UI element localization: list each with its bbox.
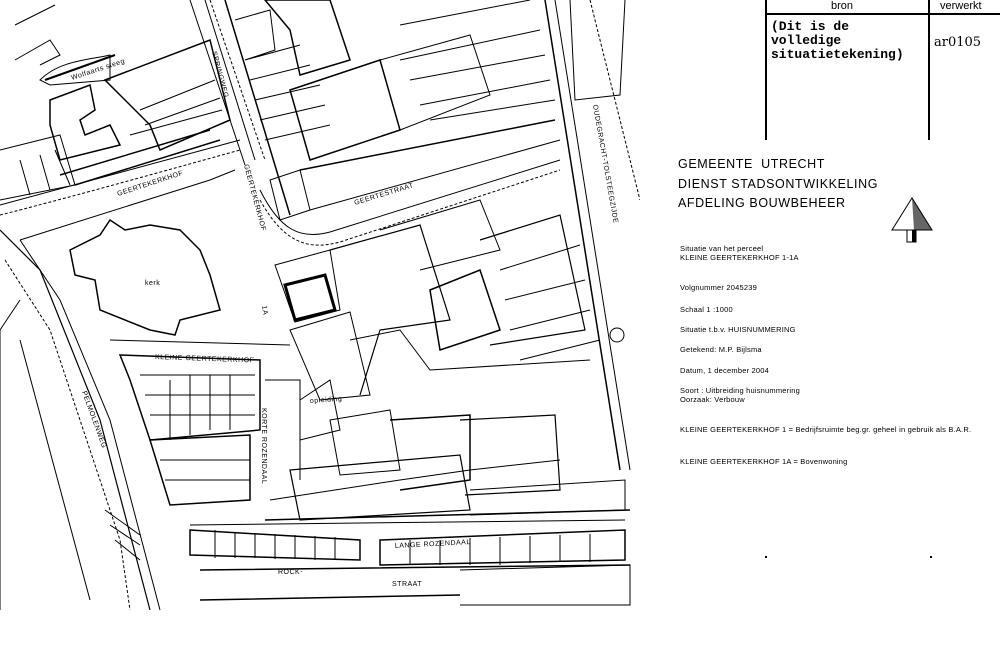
- header-bron: bron: [831, 0, 854, 12]
- label-geertekerkhof: GEERTEKERKHOF: [116, 170, 184, 198]
- organisation-header: GEMEENTE UTRECHT DIENST STADSONTWIKKELIN…: [678, 155, 878, 214]
- datum: Datum, 1 december 2004: [680, 366, 770, 375]
- note-1: KLEINE GEERTEKERKHOF 1 = Bedrijfsruimte …: [680, 425, 972, 434]
- label-lange-rozendaal: LANGE ROZENDAAL: [395, 539, 471, 550]
- label-geertestraat: GEERTESTRAAT: [354, 182, 415, 207]
- note-2: KLEINE GEERTEKERKHOF 1A = Bovenwoning: [680, 457, 848, 466]
- cell-bron: (Dit is de volledige situatietekening): [771, 19, 904, 62]
- label-korte-rozendaal: KORTE ROZENDAAL: [260, 408, 267, 484]
- cadastral-map[interactable]: GEERTEKERKHOF GEERTEKERKHOF SPRINGWEG GE…: [0, 0, 640, 610]
- header-verwerkt: verwerkt: [940, 0, 982, 12]
- org-line-1: GEMEENTE UTRECHT: [678, 157, 826, 171]
- situatie-tbv: Situatie t.b.v. HUISNUMMERING: [680, 325, 796, 334]
- building-blocks: [0, 0, 640, 610]
- label-rock: ROCK-: [278, 569, 303, 576]
- north-arrow-icon: [891, 197, 933, 243]
- soort: Soort : Uitbreiding huisnummering: [680, 386, 800, 395]
- label-kleine-geertekerkhof: KLEINE GEERTEKERKHOF: [155, 354, 255, 364]
- cell-verwerkt: ar0105: [934, 35, 982, 50]
- oorzaak: Oorzaak: Verbouw: [680, 395, 745, 404]
- label-straat: STRAAT: [392, 581, 422, 588]
- org-line-2: DIENST STADSONTWIKKELING: [678, 176, 879, 191]
- getekend: Getekend: M.P. Bijlsma: [680, 345, 762, 354]
- label-geertekerkhof-vertical: GEERTEKERKHOF: [242, 164, 267, 232]
- perceel-address: KLEINE GEERTEKERKHOF 1-1A: [680, 253, 799, 262]
- label-parcel-1a: 1A: [260, 305, 269, 316]
- label-opleiding: opleiding: [310, 396, 343, 405]
- dot-marker: [765, 556, 767, 558]
- dot-marker: [930, 556, 932, 558]
- label-oudegracht: OUDEGRACHT-TOLSTEEGZIJDE: [591, 104, 619, 224]
- label-pelmolenweg: PELMOLENWEG: [80, 390, 107, 449]
- label-springweg: SPRINGWEG: [210, 51, 229, 99]
- schaal: Schaal 1 :1000: [680, 305, 733, 314]
- situatie-label: Situatie van het perceel: [680, 244, 764, 253]
- label-kerk: kerk: [145, 280, 160, 287]
- org-line-3: AFDELING BOUWBEHEER: [678, 196, 846, 210]
- source-table: bron verwerkt (Dit is de volledige situa…: [765, 0, 1000, 140]
- volgnummer: Volgnummer 2045239: [680, 283, 757, 292]
